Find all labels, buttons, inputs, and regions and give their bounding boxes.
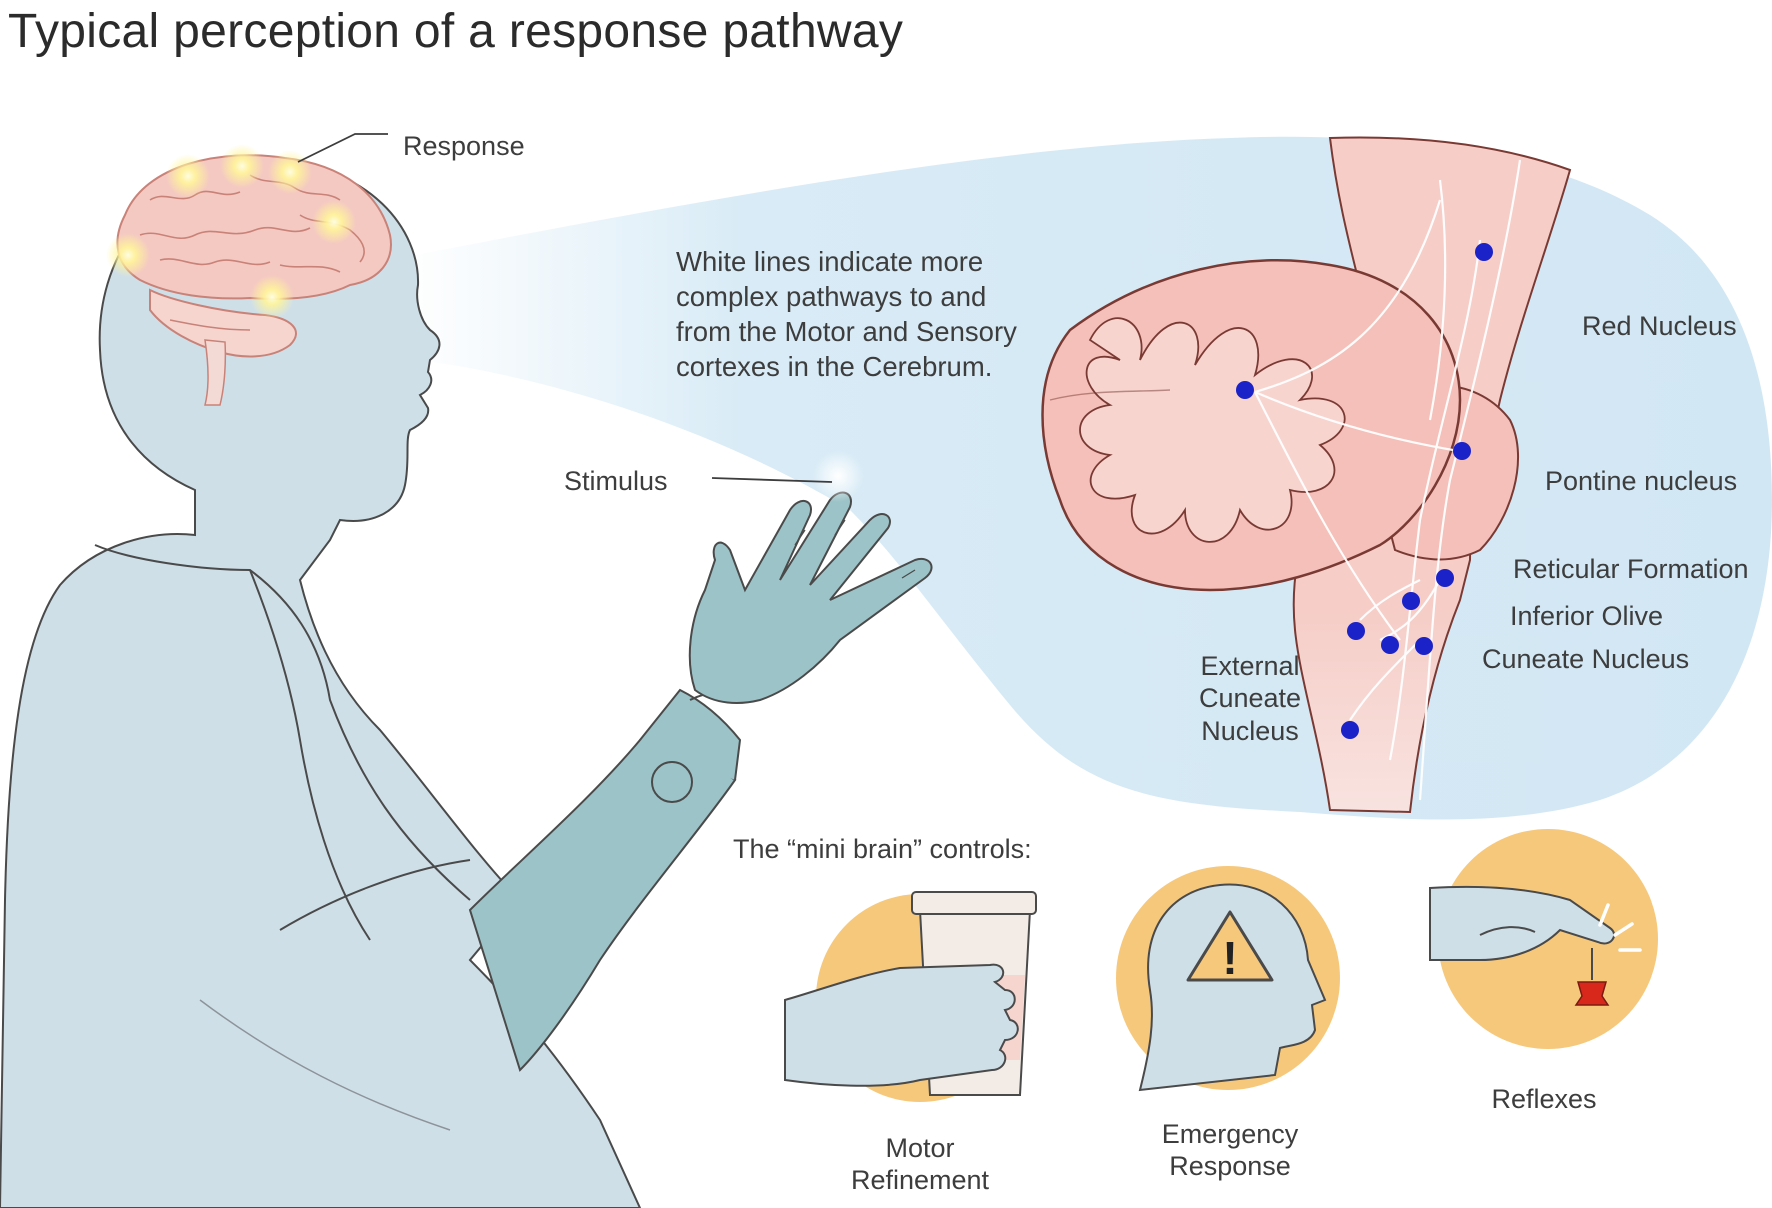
cuneate-nucleus-label: Cuneate Nucleus [1482,644,1690,674]
pontine-nucleus-label: Pontine nucleus [1545,466,1738,496]
response-label: Response [403,131,525,161]
brain-illustration [106,133,392,406]
external-cuneate-nucleus-label: External Cuneate Nucleus [1198,651,1302,746]
pin-hand-icon [1429,829,1658,1049]
mini-brain-heading: The “mini brain” controls: [733,834,1032,864]
pontine-nucleus-dot [1453,442,1471,460]
warning-head-icon: ! [1116,866,1340,1092]
cuneate-nucleus-dot-a [1347,622,1365,640]
pathway-note: White lines indicate more complex pathwa… [676,244,1017,384]
red-nucleus-label: Red Nucleus [1582,311,1737,341]
cerebellum-dot [1236,381,1254,399]
coffee-cup-hand-icon [784,891,1037,1102]
note-line: White lines indicate more [676,246,984,277]
note-line: from the Motor and Sensory [676,316,1017,347]
red-nucleus-dot [1475,243,1493,261]
reticular-formation-label: Reticular Formation [1513,554,1749,584]
person-silhouette [0,158,642,1208]
brainstem-cerebellum [1041,136,1572,814]
page-title: Typical perception of a response pathway [8,5,904,58]
cuneate-nucleus-dot-b [1381,636,1399,654]
reflexes-label: Reflexes [1491,1084,1597,1114]
inferior-olive-label: Inferior Olive [1510,601,1664,631]
note-line: cortexes in the Cerebrum. [676,351,993,382]
prosthetic-arm [468,450,933,1072]
reticular-formation-dot [1436,569,1454,587]
note-line: complex pathways to and [676,281,987,312]
svg-text:!: ! [1222,932,1237,984]
external-cuneate-nucleus-dot [1341,721,1359,739]
emergency-response-label: Emergency Response [1161,1119,1299,1182]
motor-refinement-label: Motor Refinement [850,1133,990,1196]
cuneate-nucleus-dot-c [1415,637,1433,655]
inferior-olive-dot [1402,592,1420,610]
stimulus-label: Stimulus [564,466,668,496]
